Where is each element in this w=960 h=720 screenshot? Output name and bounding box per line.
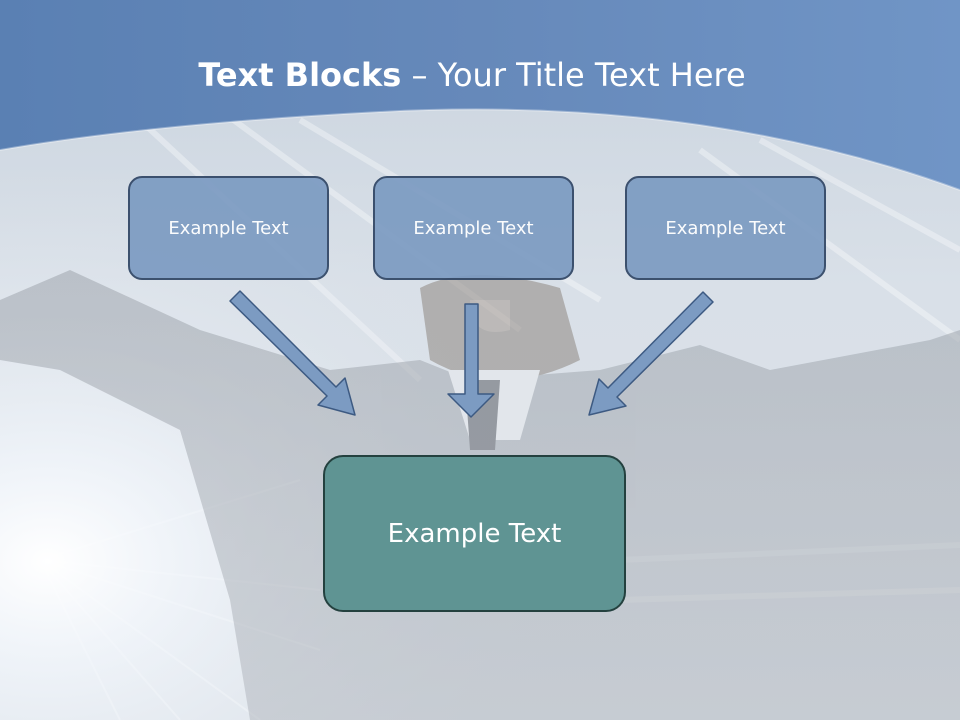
arrow-down-icon bbox=[447, 303, 495, 418]
text-box-left[interactable]: Example Text bbox=[128, 176, 329, 280]
arrow-left-icon bbox=[229, 290, 356, 416]
text-box-center[interactable]: Example Text bbox=[373, 176, 574, 280]
arrow-right-icon bbox=[588, 291, 714, 416]
title-bold: Text Blocks bbox=[198, 56, 402, 94]
center-text-box[interactable]: Example Text bbox=[323, 455, 626, 612]
title-dash: – bbox=[411, 56, 428, 94]
text-box-right-label: Example Text bbox=[665, 217, 786, 239]
text-box-center-label: Example Text bbox=[413, 217, 534, 239]
page-title: Text Blocks – Your Title Text Here bbox=[0, 52, 944, 98]
text-box-right[interactable]: Example Text bbox=[625, 176, 826, 280]
text-box-left-label: Example Text bbox=[168, 217, 289, 239]
title-rest: Your Title Text Here bbox=[437, 56, 746, 94]
center-text-box-label: Example Text bbox=[387, 518, 562, 549]
